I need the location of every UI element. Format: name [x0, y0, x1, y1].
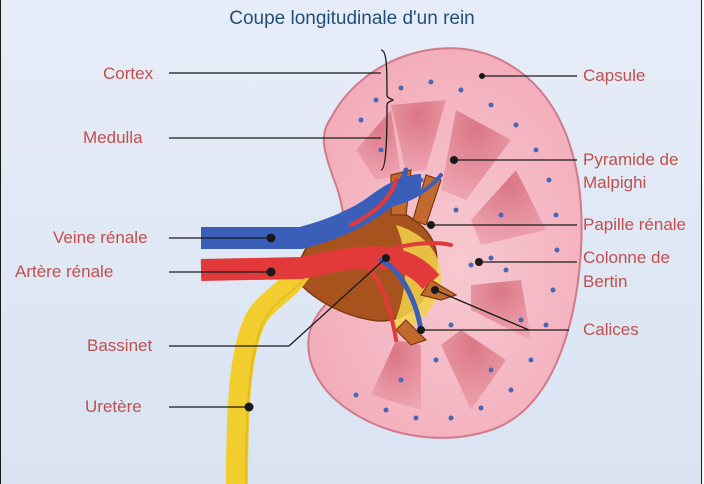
- label-renal-pelvis: Bassinet: [87, 334, 152, 357]
- label-renal-artery: Artère rénale: [15, 260, 113, 283]
- label-medulla: Medulla: [83, 126, 143, 149]
- label-calyces: Calices: [583, 318, 639, 341]
- label-ureter: Uretère: [85, 395, 142, 418]
- label-renal-papilla: Papille rénale: [583, 213, 686, 236]
- label-renal-vein: Veine rénale: [53, 226, 148, 249]
- label-pyramid-line2: Malpighi: [583, 171, 646, 194]
- label-pyramid-line1: Pyramide de: [583, 148, 678, 171]
- label-capsule: Capsule: [583, 64, 645, 87]
- label-column-line1: Colonne de: [583, 246, 670, 269]
- label-column-line2: Bertin: [583, 270, 627, 293]
- diagram-title: Coupe longitudinale d'un rein: [1, 8, 702, 30]
- label-cortex: Cortex: [103, 62, 153, 85]
